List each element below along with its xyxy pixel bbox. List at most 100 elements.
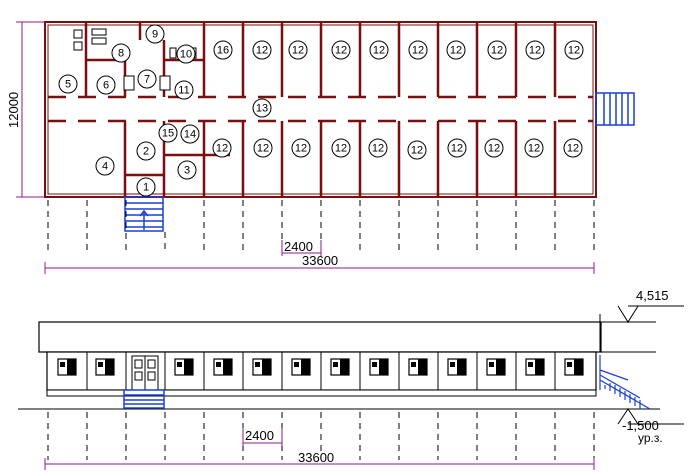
room-circle bbox=[58, 74, 78, 94]
room-number-text: 6 bbox=[103, 80, 109, 92]
room-circle bbox=[95, 156, 115, 176]
elevation-length-dimension bbox=[44, 458, 595, 470]
room-number-4: 4 bbox=[95, 156, 115, 176]
room-number-text: 12 bbox=[335, 45, 347, 57]
room-number-5: 5 bbox=[58, 74, 78, 94]
room-number-text: 15 bbox=[162, 128, 174, 140]
window bbox=[564, 358, 584, 376]
room-circle bbox=[180, 124, 200, 144]
room-number-text: 12 bbox=[528, 143, 540, 155]
room-circle bbox=[487, 40, 507, 60]
module-dimension bbox=[281, 240, 322, 256]
room-number-7: 7 bbox=[137, 69, 157, 89]
room-circle bbox=[177, 160, 197, 180]
room-number-text: 7 bbox=[144, 74, 150, 86]
room-number-text: 12 bbox=[295, 143, 307, 155]
room-number-11: 11 bbox=[174, 80, 194, 100]
room-number-text: 12 bbox=[372, 143, 384, 155]
room-circle bbox=[136, 141, 156, 161]
bottom-level-marker bbox=[617, 408, 684, 425]
room-circle bbox=[524, 138, 544, 158]
module-ticks bbox=[47, 200, 595, 250]
room-circle bbox=[288, 40, 308, 60]
room-circle bbox=[252, 40, 272, 60]
window bbox=[95, 358, 115, 376]
room-number-12: 12 bbox=[331, 40, 351, 60]
room-circle bbox=[212, 138, 232, 158]
room-number-12: 12 bbox=[447, 138, 467, 158]
room-number-12: 12 bbox=[487, 40, 507, 60]
ground-level-label: ур.з. bbox=[638, 431, 663, 445]
room-circle bbox=[484, 138, 504, 158]
window bbox=[447, 358, 467, 376]
room-circle bbox=[111, 43, 131, 63]
room-number-text: 12 bbox=[256, 45, 268, 57]
room-number-12: 12 bbox=[484, 138, 504, 158]
room-number-14: 14 bbox=[180, 124, 200, 144]
window bbox=[525, 358, 545, 376]
window bbox=[408, 358, 428, 376]
room-number-text: 12 bbox=[412, 45, 424, 57]
length-dimension bbox=[44, 262, 595, 274]
room-number-12: 12 bbox=[407, 140, 427, 160]
room-number-text: 12 bbox=[451, 143, 463, 155]
room-number-10: 10 bbox=[176, 44, 196, 64]
room-number-text: 13 bbox=[256, 103, 268, 115]
room-circle bbox=[407, 140, 427, 160]
room-number-text: 5 bbox=[65, 79, 71, 91]
room-circle bbox=[213, 40, 233, 60]
room-number-16: 16 bbox=[213, 40, 233, 60]
room-number-3: 3 bbox=[177, 160, 197, 180]
window bbox=[174, 358, 194, 376]
bottom-level-label: -1,500 bbox=[622, 418, 659, 433]
room-circle bbox=[136, 177, 156, 197]
width-label: 12000 bbox=[6, 92, 21, 128]
entrance-stair bbox=[124, 196, 164, 232]
room-number-text: 12 bbox=[257, 143, 269, 155]
room-circle bbox=[145, 24, 165, 44]
room-number-text: 8 bbox=[118, 48, 124, 60]
length-label: 33600 bbox=[302, 253, 338, 268]
room-number-12: 12 bbox=[369, 40, 389, 60]
entrance-steps bbox=[123, 389, 165, 409]
room-number-1: 1 bbox=[136, 177, 156, 197]
floor-plan: 1234567891011131415161212121212121212121… bbox=[6, 21, 635, 274]
room-number-2: 2 bbox=[136, 141, 156, 161]
window bbox=[213, 358, 233, 376]
room-number-9: 9 bbox=[145, 24, 165, 44]
elevation-length-label: 33600 bbox=[298, 450, 334, 465]
room-circle bbox=[291, 138, 311, 158]
room-number-text: 12 bbox=[411, 145, 423, 157]
room-number-12: 12 bbox=[446, 40, 466, 60]
top-level-marker bbox=[596, 305, 684, 353]
room-number-text: 10 bbox=[180, 49, 192, 61]
room-number-text: 12 bbox=[373, 45, 385, 57]
windows bbox=[57, 358, 584, 376]
room-circle bbox=[563, 138, 583, 158]
elevation-module-dimension bbox=[242, 428, 283, 446]
room-number-text: 12 bbox=[488, 143, 500, 155]
room-number-12: 12 bbox=[291, 138, 311, 158]
room-number-12: 12 bbox=[253, 138, 273, 158]
room-number-12: 12 bbox=[564, 40, 584, 60]
room-circle bbox=[408, 40, 428, 60]
room-number-12: 12 bbox=[288, 40, 308, 60]
elevation: 4,515 -1,500 ур.з. bbox=[18, 288, 684, 470]
room-number-text: 12 bbox=[568, 45, 580, 57]
room-number-12: 12 bbox=[408, 40, 428, 60]
room-circle bbox=[96, 75, 116, 95]
room-circle bbox=[137, 69, 157, 89]
room-circle bbox=[174, 80, 194, 100]
room-number-8: 8 bbox=[111, 43, 131, 63]
room-number-text: 12 bbox=[450, 45, 462, 57]
room-circle bbox=[564, 40, 584, 60]
room-circle bbox=[176, 44, 196, 64]
module-lines bbox=[86, 352, 556, 390]
room-number-12: 12 bbox=[212, 138, 232, 158]
room-number-6: 6 bbox=[96, 75, 116, 95]
room-circle bbox=[331, 40, 351, 60]
room-number-text: 12 bbox=[292, 45, 304, 57]
end-stair bbox=[595, 92, 635, 126]
room-number-text: 12 bbox=[491, 45, 503, 57]
